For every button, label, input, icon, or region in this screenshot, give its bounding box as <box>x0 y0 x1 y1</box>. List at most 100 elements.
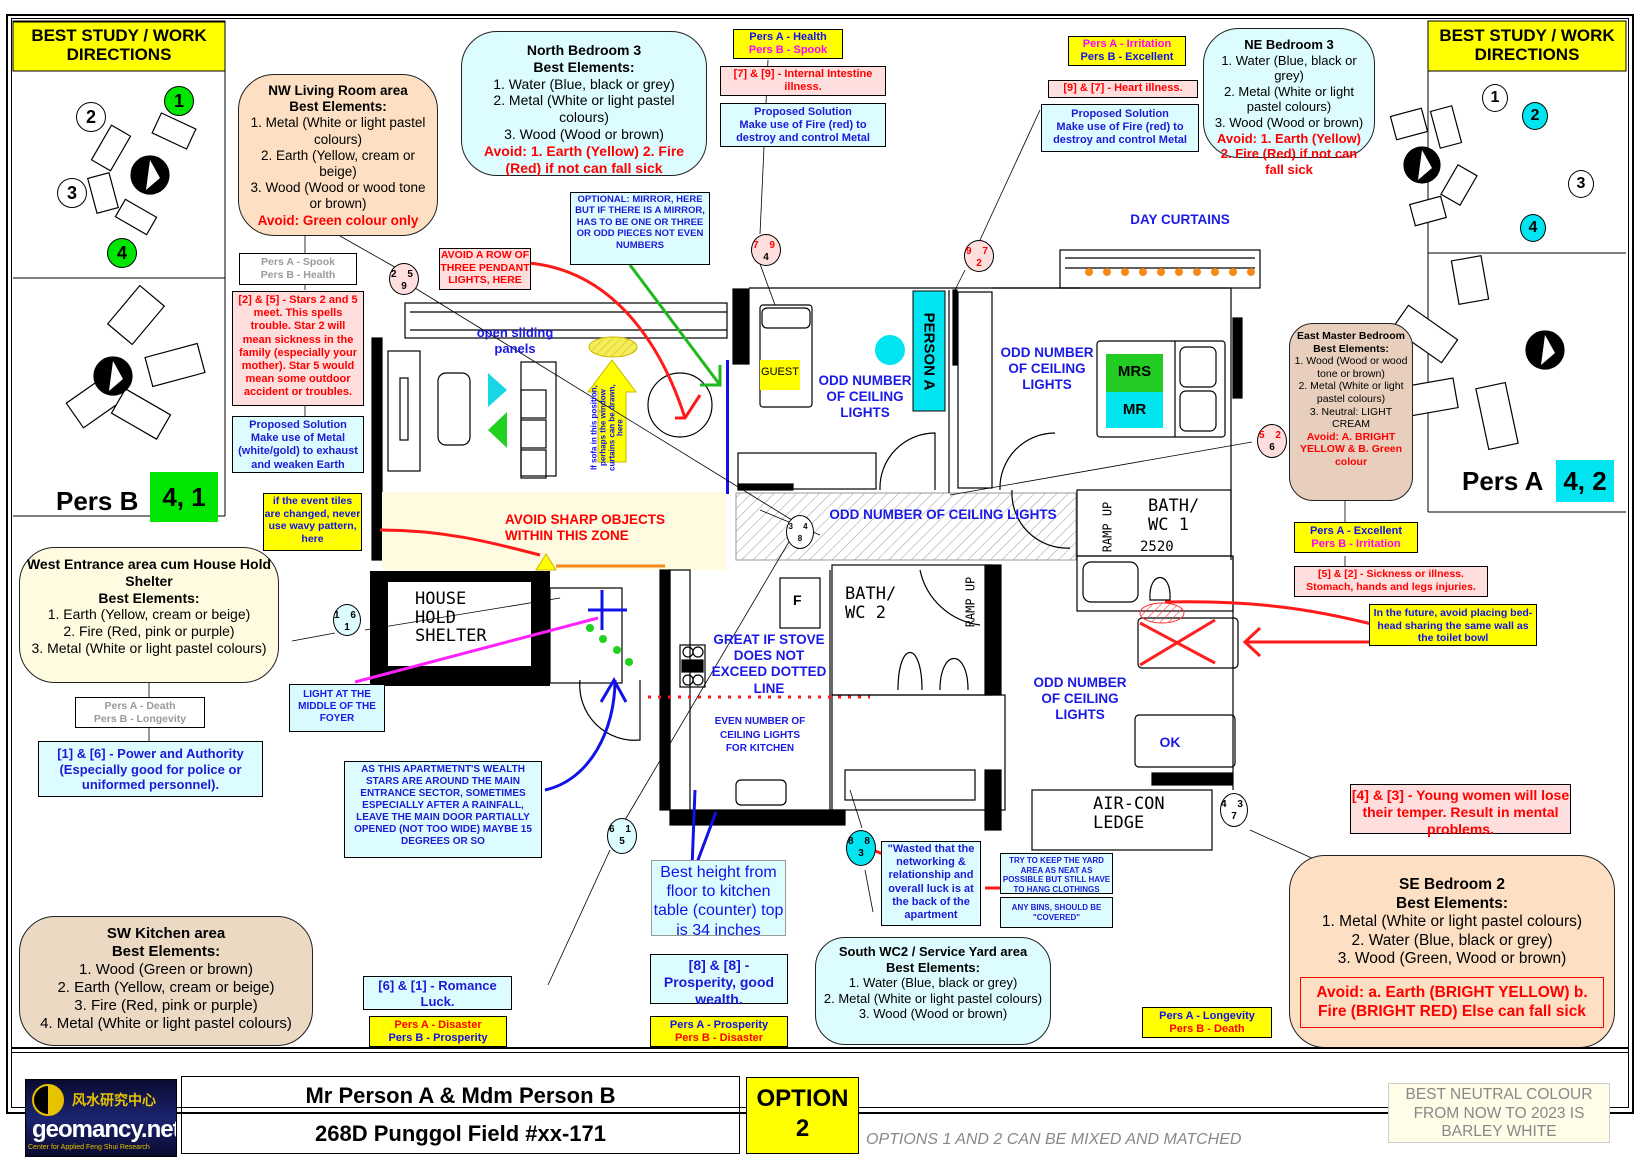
avoid-note: Avoid: A. BRIGHT YELLOW & B. Green colou… <box>1299 430 1403 468</box>
area-title: North Bedroom 3 <box>526 42 642 58</box>
logo-subtext: Center for Applied Feng Shui Research <box>28 1144 150 1151</box>
right-study-panel <box>1427 20 1627 513</box>
direction-3-badge: 3 <box>57 178 87 208</box>
solution-text: Make use of Fire (red) to destroy and co… <box>736 119 870 145</box>
area-title: NW Living Room area <box>268 83 408 98</box>
pers-a-status: Pers A - Spook <box>261 256 335 268</box>
pers-a-status: Pers A - Excellent <box>1309 525 1403 537</box>
area-title: SE Bedroom 2 <box>1399 876 1505 893</box>
bed-diagram-right <box>1391 255 1565 451</box>
toilet-hatch <box>1139 602 1185 624</box>
even-kitchen-lights-note: EVEN NUMBER OF CEILING LIGHTS FOR KITCHE… <box>714 716 806 754</box>
pers-a-status: Pers A - Prosperity <box>669 1019 769 1031</box>
element-item: 1. Wood (Wood or wood tone or brown) <box>1294 355 1408 380</box>
nw-pers-box: Pers A - Spook Pers B - Health <box>239 253 357 285</box>
element-item: 2. Metal (White or light pastel colours) <box>1223 83 1355 115</box>
main-door-note: AS THIS APARTMETNT'S WEALTH STARS ARE AR… <box>344 761 542 858</box>
bins-note: ANY BINS, SHOULD BE "COVERED" <box>1000 897 1113 928</box>
se-bedroom-lights-note: ODD NUMBER OF CEILING LIGHTS <box>1033 675 1127 723</box>
north-bedroom-box: North Bedroom 3 Best Elements: 1. Water … <box>461 31 707 176</box>
north-bedroom-lights-note: ODD NUMBER OF CEILING LIGHTS <box>818 373 912 421</box>
element-item: 1. Metal (White or light pastel colours) <box>1321 913 1583 931</box>
star-chart-nw: 2 5 9 <box>389 263 419 295</box>
option-badge: OPTION 2 <box>746 1077 859 1154</box>
sw-stars-note: [6] & [1] - Romance Luck. <box>363 976 512 1010</box>
stove-note: GREAT IF STOVE DOES NOT EXCEED DOTTED LI… <box>711 632 827 696</box>
sw-pers-box: Pers A - Disaster Pers B - Prosperity <box>369 1016 507 1047</box>
star-chart-north: 7 9 4 <box>751 234 781 266</box>
north-solution-box: Proposed Solution Make use of Fire (red)… <box>720 103 886 147</box>
direction-1-badge: 1 <box>1482 84 1508 112</box>
tiles-arrow <box>379 528 541 557</box>
west-stars-note: [1] & [6] - Power and Authority (Especia… <box>38 741 263 797</box>
se-pers-box: Pers A - Longevity Pers B - Death <box>1142 1007 1272 1038</box>
client-name: Mr Person A & Mdm Person B <box>181 1076 740 1114</box>
avoid-note: Avoid: a. Earth (BRIGHT YELLOW) b. Fire … <box>1300 976 1604 1029</box>
element-item: 1. Wood (Green or brown) <box>79 961 253 978</box>
south-pers-box: Pers A - Prosperity Pers B - Disaster <box>650 1016 788 1047</box>
pers-b-status: Pers B - Death <box>1169 1023 1245 1036</box>
star-chart-se: 4 3 7 <box>1220 793 1248 827</box>
option-note: OPTIONS 1 AND 2 CAN BE MIXED AND MATCHED <box>866 1131 1242 1148</box>
pendant-lights-note: AVOID A ROW OF THREE PENDANT LIGHTS, HER… <box>439 248 531 290</box>
area-subtitle: Best Elements: <box>1396 894 1508 912</box>
area-title: West Entrance area cum House Hold Shelte… <box>26 556 272 589</box>
direction-4-badge: 4 <box>107 238 137 268</box>
sharp-objects-label: AVOID SHARP OBJECTS WITHIN THIS ZONE <box>505 512 666 544</box>
se-bedroom-box: SE Bedroom 2 Best Elements: 1. Metal (Wh… <box>1289 855 1615 1048</box>
guest-bed-label: GUEST <box>761 366 799 378</box>
star-chart-ne: 9 7 2 <box>964 240 994 272</box>
element-item: 1. Earth (Yellow, cream or beige) <box>47 606 251 623</box>
south-stars-note: [8] & [8] - Prosperity, good wealth. <box>650 954 788 1007</box>
star-chart-west: 1 6 1 <box>333 604 361 636</box>
star-chart-south: 8 8 3 <box>846 830 876 866</box>
direction-3-badge: 3 <box>1568 170 1594 198</box>
area-subtitle: Best Elements: <box>289 99 387 115</box>
desk-diagram-right <box>1389 105 1478 227</box>
wasted-luck-note: "Wasted that the networking & relationsh… <box>881 841 981 926</box>
day-curtain-lights <box>1085 268 1255 276</box>
element-item: 2. Metal (White or light pastel colours) <box>1298 380 1404 405</box>
pers-b-status: Pers B - Irritation <box>1311 538 1401 551</box>
shelter-walls <box>370 571 550 686</box>
element-item: 2. Earth (Yellow, cream or beige) <box>260 147 416 179</box>
logo-text: geomancy.net <box>32 1116 177 1143</box>
ne-solution-box: Proposed Solution Make use of Fire (red)… <box>1041 104 1199 152</box>
ramp-label-2: RAMP UP <box>963 576 978 628</box>
neutral-colour-note: BEST NEUTRAL COLOUR FROM NOW TO 2023 IS … <box>1388 1083 1610 1143</box>
day-curtains-label: DAY CURTAINS <box>1130 212 1230 227</box>
area-subtitle: Best Elements: <box>886 959 980 975</box>
bath2-label: BATH/ WC 2 <box>845 584 897 623</box>
element-item: 3. Wood (Green, Wood or brown) <box>1337 950 1567 968</box>
solution-title: Proposed Solution <box>1071 108 1169 120</box>
pers-a-label: Pers A <box>1462 466 1544 496</box>
ok-bed-label: OK <box>1159 734 1181 750</box>
right-study-title: BEST STUDY / WORK DIRECTIONS <box>1439 26 1615 64</box>
area-title: NE Bedroom 3 <box>1244 37 1334 52</box>
direction-2-badge: 2 <box>1522 102 1548 130</box>
counter-height-note: Best height from floor to kitchen table … <box>651 860 786 939</box>
pers-b-status: Pers B - Spook <box>748 44 828 57</box>
star-chart-sw: 6 1 5 <box>607 818 637 854</box>
solution-title: Proposed Solution <box>754 106 852 118</box>
fridge-label: F <box>793 592 802 608</box>
avoid-note: Avoid: 1. Earth (Yellow) 2. Fire (Red) i… <box>1217 130 1361 177</box>
nw-living-room-box: NW Living Room area Best Elements: 1. Me… <box>238 74 438 236</box>
event-tiles-note: if the event tiles are changed, never us… <box>263 493 362 551</box>
ne-stars-note: [9] & [7] - Heart illness. <box>1048 80 1198 98</box>
east-master-box: East Master Bedroom Best Elements: 1. Wo… <box>1289 323 1413 501</box>
south-wc2-box: South WC2 / Service Yard area Best Eleme… <box>815 937 1051 1045</box>
element-item: 2. Metal (White or light pastel colours) <box>493 92 675 126</box>
mirror-note: OPTIONAL: MIRROR, HERE BUT IF THERE IS A… <box>570 192 710 265</box>
light-spot <box>588 336 638 358</box>
element-item: 1. Water (Blue, black or grey) <box>848 975 1018 991</box>
person-a-bed <box>912 290 946 412</box>
yard-neat-note: TRY TO KEEP THE YARD AREA AS NEAT AS POS… <box>1000 853 1113 894</box>
bed-cross <box>1139 618 1216 667</box>
pers-a-status: Pers A - Health <box>749 31 827 43</box>
west-entrance-box: West Entrance area cum House Hold Shelte… <box>19 547 279 683</box>
direction-1-badge: 1 <box>164 86 194 116</box>
direction-2-badge: 2 <box>76 102 106 132</box>
avoid-note: Avoid: Green colour only <box>257 212 419 228</box>
mrs-label: MRS <box>1117 363 1152 380</box>
